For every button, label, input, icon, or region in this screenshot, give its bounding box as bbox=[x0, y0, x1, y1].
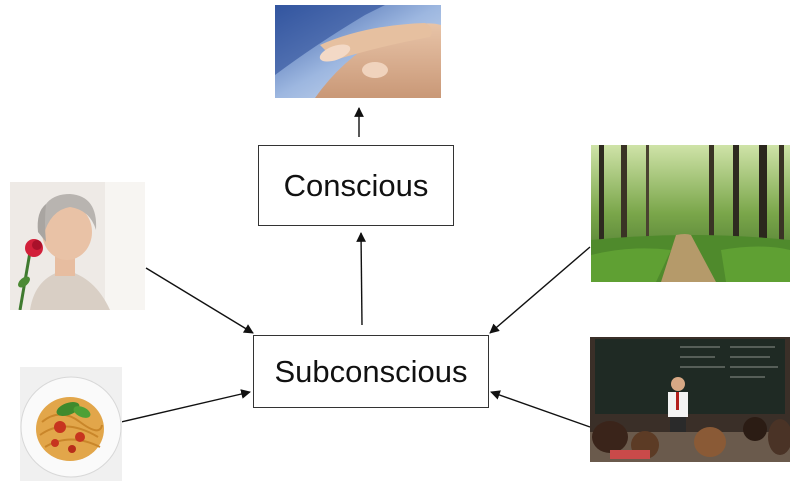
arrow-rose-to-subconscious bbox=[145, 267, 254, 334]
arrow-forest-to-subconscious bbox=[489, 246, 591, 334]
woman-smelling-rose-image bbox=[10, 182, 145, 310]
arrow-classroom-to-subconscious bbox=[490, 390, 591, 428]
finger-touch-image bbox=[275, 5, 441, 98]
arrow-pasta-to-subconscious bbox=[120, 389, 251, 423]
subconscious-box: Subconscious bbox=[253, 335, 489, 408]
forest-path-image bbox=[591, 145, 790, 282]
pasta-dish-image bbox=[20, 367, 122, 481]
conscious-label: Conscious bbox=[283, 167, 429, 203]
subconscious-label: Subconscious bbox=[274, 353, 468, 389]
arrow-subconscious-to-conscious bbox=[356, 232, 366, 326]
classroom-lecture-image bbox=[590, 337, 790, 462]
conscious-box: Conscious bbox=[258, 145, 454, 226]
